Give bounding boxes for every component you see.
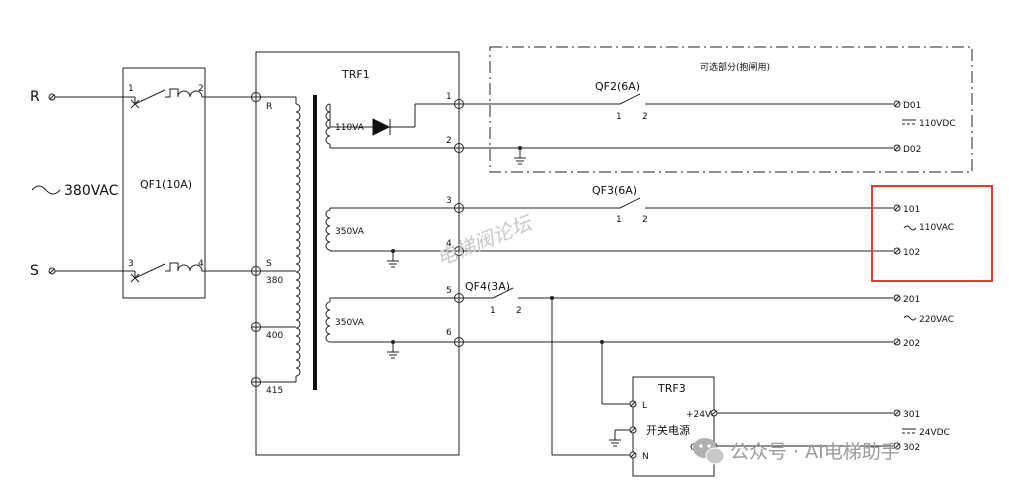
t201-terminal [893, 294, 901, 302]
input-s-terminal [48, 267, 56, 275]
out-d02: D02 [903, 145, 921, 155]
trf1-terminal-r [251, 92, 261, 102]
trf1-sec-6: 6 [446, 328, 452, 338]
qf3-pin-2: 2 [642, 215, 648, 225]
qf4-label: QF4(3A) [465, 280, 510, 293]
qf1-pin-4: 4 [198, 259, 204, 269]
trf1-tap-415: 415 [266, 386, 283, 396]
out-302: 302 [903, 443, 920, 453]
qf1-pin-2: 2 [198, 84, 204, 94]
trf3-pin-n: N [642, 452, 649, 462]
trf3-pin-plus24: +24V [686, 410, 712, 420]
qf2-label: QF2(6A) [595, 80, 640, 93]
winding-1-rating: 110VA [335, 123, 365, 133]
trf1-terminal-400 [251, 322, 261, 332]
trf3-terminal-plus24 [710, 409, 718, 417]
trf1-terminal-2 [454, 143, 464, 153]
trf1-terminal-5 [454, 293, 464, 303]
winding-2-rating: 350VA [335, 227, 365, 237]
out-201: 201 [903, 295, 920, 305]
trf1-sec-5: 5 [446, 286, 452, 296]
d02-terminal [893, 144, 901, 152]
trf1-label: TRF1 [341, 68, 370, 81]
out-220vac: 220VAC [919, 315, 954, 325]
qf1-label: QF1(10A) [140, 178, 192, 191]
ac-symbol-icon [31, 185, 61, 195]
qf1-pin-1: 1 [128, 84, 134, 94]
input-s-label: S [30, 263, 39, 279]
trf3-label: TRF3 [657, 382, 686, 395]
input-voltage-label: 380VAC [64, 183, 119, 199]
out-110vac: 110VAC [919, 223, 954, 233]
breaker-qf1 [122, 67, 252, 299]
transformer-trf1 [255, 51, 460, 456]
optional-section-label: 可选部分(抱闸用) [700, 61, 770, 73]
trf3-terminal-l [629, 400, 637, 408]
trf1-terminal-s [251, 266, 261, 276]
t101-terminal [893, 204, 901, 212]
t202-terminal [893, 338, 901, 346]
input-r-label: R [30, 89, 40, 105]
trf1-terminal-6 [454, 337, 464, 347]
out-301: 301 [903, 410, 920, 420]
trf1-terminal-1 [454, 99, 464, 109]
ac-small-icon [903, 225, 917, 231]
trf1-terminal-415 [251, 377, 261, 387]
trf1-sec-3: 3 [446, 196, 452, 206]
ac-small-icon-2 [903, 315, 917, 321]
trf1-sec-4: 4 [446, 239, 452, 249]
out-110vdc: 110VDC [919, 119, 956, 129]
qf4-pin-1: 1 [490, 306, 496, 316]
input-r-terminal [48, 93, 56, 101]
qf1-pin-3: 3 [128, 259, 134, 269]
qf4-pin-2: 2 [516, 306, 522, 316]
winding-3-rating: 350VA [335, 318, 365, 328]
qf3-label: QF3(6A) [592, 184, 637, 197]
trf1-tap-r: R [266, 102, 272, 112]
trf3-pin-l: L [642, 401, 647, 411]
out-24vdc: 24VDC [919, 428, 950, 438]
trf1-terminal-3 [454, 203, 464, 213]
trf3-name: 开关电源 [646, 423, 690, 437]
out-202: 202 [903, 339, 920, 349]
highlight-box [871, 185, 993, 282]
trf1-tap-s: S [266, 259, 272, 269]
wechat-icon [693, 438, 725, 465]
trf1-tap-400: 400 [266, 331, 283, 341]
dc-symbol-icon-2 [902, 428, 916, 434]
optional-section-box [489, 46, 973, 173]
trf3-terminal-n [629, 451, 637, 459]
d01-terminal [893, 100, 901, 108]
qf2-pin-1: 1 [616, 112, 622, 122]
trf1-tap-380: 380 [266, 276, 283, 286]
t102-terminal [893, 247, 901, 255]
out-102: 102 [903, 248, 920, 258]
account-watermark: 公众号 · AI电梯助手 [730, 441, 900, 463]
qf2-pin-2: 2 [642, 112, 648, 122]
t301-terminal [893, 409, 901, 417]
trf1-sec-1: 1 [446, 92, 452, 102]
out-101: 101 [903, 205, 920, 215]
trf3-terminal-gnd-in [629, 426, 637, 434]
dc-symbol-icon [902, 119, 916, 125]
out-d01: D01 [903, 101, 921, 111]
trf1-sec-2: 2 [446, 136, 452, 146]
qf3-pin-1: 1 [616, 215, 622, 225]
